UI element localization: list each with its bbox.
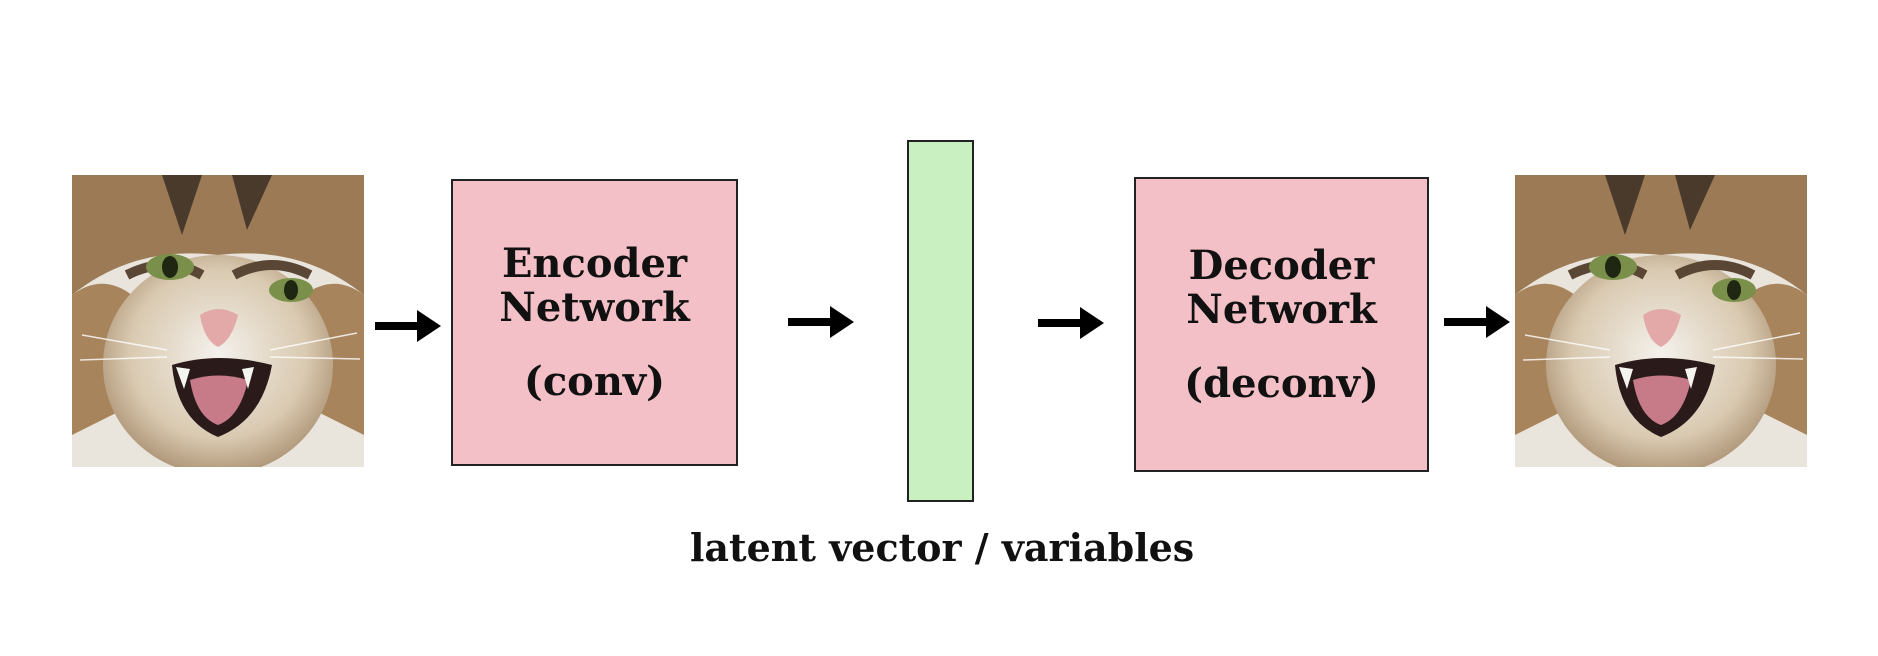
right-arrow-icon [1038,307,1104,339]
arrow-decoder-to-output [1444,304,1510,340]
arrow-latent-to-decoder [1038,305,1104,341]
decoder-title-line1: Decoder [1188,241,1375,289]
decoder-network-box: Decoder Network (deconv) [1134,177,1429,472]
right-arrow-icon [1444,306,1510,338]
latent-vector-label: latent vector / variables [690,525,1195,570]
arrow-input-to-encoder [375,308,441,344]
output-cat-image [1515,175,1807,467]
encoder-type: (conv) [523,357,666,405]
cat-face-icon [1515,175,1807,467]
right-arrow-icon [375,310,441,342]
decoder-type: (deconv) [1184,359,1379,407]
encoder-network-box: Encoder Network (conv) [451,179,738,466]
encoder-title-line2: Network [499,283,690,331]
input-cat-image [72,175,364,467]
right-arrow-icon [788,306,854,338]
cat-face-icon [72,175,364,467]
encoder-title-line1: Encoder [501,239,688,287]
latent-vector-bar [907,140,974,502]
arrow-encoder-to-latent [788,304,854,340]
decoder-title-line2: Network [1186,285,1377,333]
